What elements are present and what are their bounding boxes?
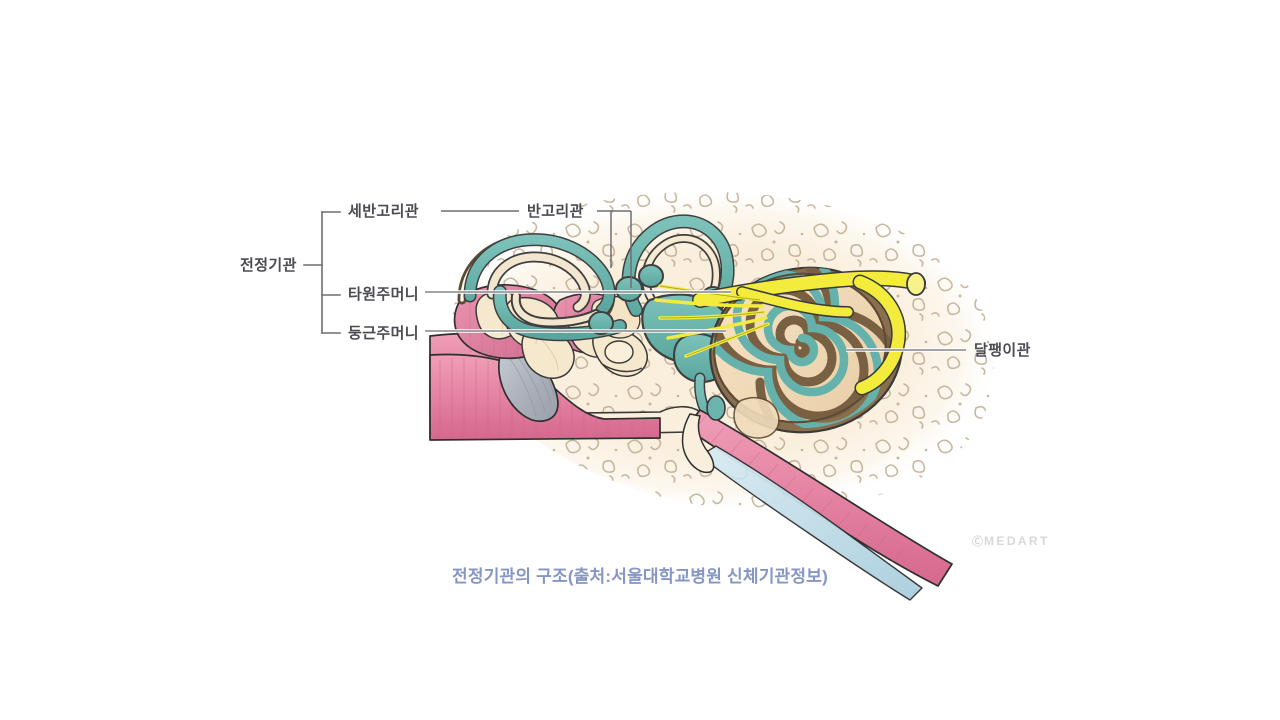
label-cochlea: 달팽이관 xyxy=(974,342,1031,359)
label-saccule: 둥근주머니 xyxy=(348,325,420,342)
copyright-icon: Ⓒ xyxy=(972,536,984,548)
label-semicircular-canal: 반고리관 xyxy=(527,203,584,220)
medart-watermark: ⒸMEDART xyxy=(972,533,1050,549)
watermark-text: MEDART xyxy=(984,534,1050,548)
round-window-region xyxy=(706,395,780,439)
label-utricle: 타원주머니 xyxy=(348,286,420,303)
label-vestibular-organ: 전정기관 xyxy=(240,257,297,274)
bracket-vestibular-organ xyxy=(303,211,341,334)
vestibulocochlear-nerve xyxy=(654,270,926,396)
leader-line-semicircular xyxy=(597,210,632,288)
eustachian-tube xyxy=(681,409,953,601)
label-three-semicircular-canals: 세반고리관 xyxy=(348,203,420,220)
figure-caption: 전정기관의 구조(출처:서울대학교병원 신체기관정보) xyxy=(452,567,828,586)
